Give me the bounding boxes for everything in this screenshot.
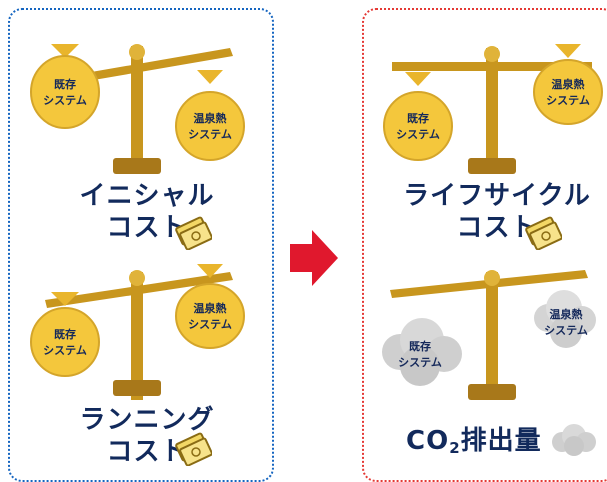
caption-running-line1: ランニング <box>79 405 215 435</box>
bag-label-geothermal-2: システム <box>188 128 232 141</box>
co2-prefix: CO <box>406 426 450 456</box>
caption-lifecycle-line2: コスト <box>456 213 538 243</box>
bag-label-existing-1: 既存 <box>409 339 431 353</box>
balance-scale-co2-emissions: 既存 システム 温泉熱 システム <box>382 270 596 400</box>
bag-geothermal-system: 温泉熱 システム <box>175 70 245 161</box>
bag-label-geothermal-2: システム <box>188 318 232 331</box>
scale-base <box>468 158 516 174</box>
bag-label-geothermal-2: システム <box>546 94 590 107</box>
scale-base <box>468 384 516 400</box>
co2-suffix: 排出量 <box>460 426 542 456</box>
balance-scale-lifecycle-cost: 既存 システム 温泉熱 システム <box>383 44 603 174</box>
bag-label-existing-2: システム <box>43 344 87 357</box>
caption-lifecycle-line1: ライフサイクル <box>403 181 591 211</box>
caption-initial-line2: コスト <box>106 213 188 243</box>
right-arrow-icon <box>290 230 338 286</box>
caption-lifecycle-cost: ライフサイクル コスト <box>392 180 602 244</box>
smoke-cloud-existing-system: 既存 システム <box>382 318 462 386</box>
caption-co2-emissions: CO2排出量 <box>406 420 542 457</box>
balance-scale-initial-cost: 既存 システム 温泉熱 システム <box>30 44 245 174</box>
bag-label-geothermal-1: 温泉熱 <box>550 307 583 321</box>
bag-label-existing-2: システム <box>43 94 87 107</box>
smoke-cloud-geothermal-system: 温泉熱 システム <box>534 290 596 348</box>
bag-label-geothermal-1: 温泉熱 <box>194 301 227 315</box>
caption-running-cost: ランニング コスト <box>62 404 232 468</box>
scale-pivot <box>484 270 500 286</box>
scale-pivot <box>129 44 145 60</box>
bag-geothermal-system: 温泉熱 システム <box>533 44 603 125</box>
scale-base <box>113 380 161 396</box>
bag-label-existing-2: システム <box>398 356 442 369</box>
scale-pillar <box>486 48 498 174</box>
balance-scale-running-cost: 既存 システム 温泉熱 システム <box>30 264 245 400</box>
bag-label-existing-1: 既存 <box>54 327 76 341</box>
money-bills-icon <box>175 216 212 250</box>
caption-initial-cost: イニシャル コスト <box>62 180 232 244</box>
caption-initial-line1: イニシャル <box>79 181 215 211</box>
scale-pillar <box>131 46 143 174</box>
bag-label-existing-2: システム <box>396 128 440 141</box>
bag-existing-system: 既存 システム <box>30 292 100 377</box>
smoke-cloud-icon <box>552 424 596 456</box>
scale-pivot <box>484 46 500 62</box>
scale-pillar <box>486 272 498 400</box>
scale-base <box>113 158 161 174</box>
bag-label-geothermal-1: 温泉熱 <box>194 111 227 125</box>
bag-label-geothermal-2: システム <box>544 324 588 337</box>
bag-label-existing-1: 既存 <box>54 77 76 91</box>
scale-pillar <box>131 272 143 400</box>
scale-pivot <box>129 270 145 286</box>
caption-running-line2: コスト <box>106 437 188 467</box>
bag-existing-system: 既存 システム <box>383 72 453 161</box>
bag-label-existing-1: 既存 <box>407 111 429 125</box>
money-bills-icon <box>525 216 562 250</box>
bag-geothermal-system: 温泉熱 システム <box>175 264 245 349</box>
co2-subscript: 2 <box>449 439 461 457</box>
bag-label-geothermal-1: 温泉熱 <box>552 77 585 91</box>
bag-existing-system: 既存 システム <box>30 44 100 129</box>
money-bills-icon <box>175 432 212 466</box>
